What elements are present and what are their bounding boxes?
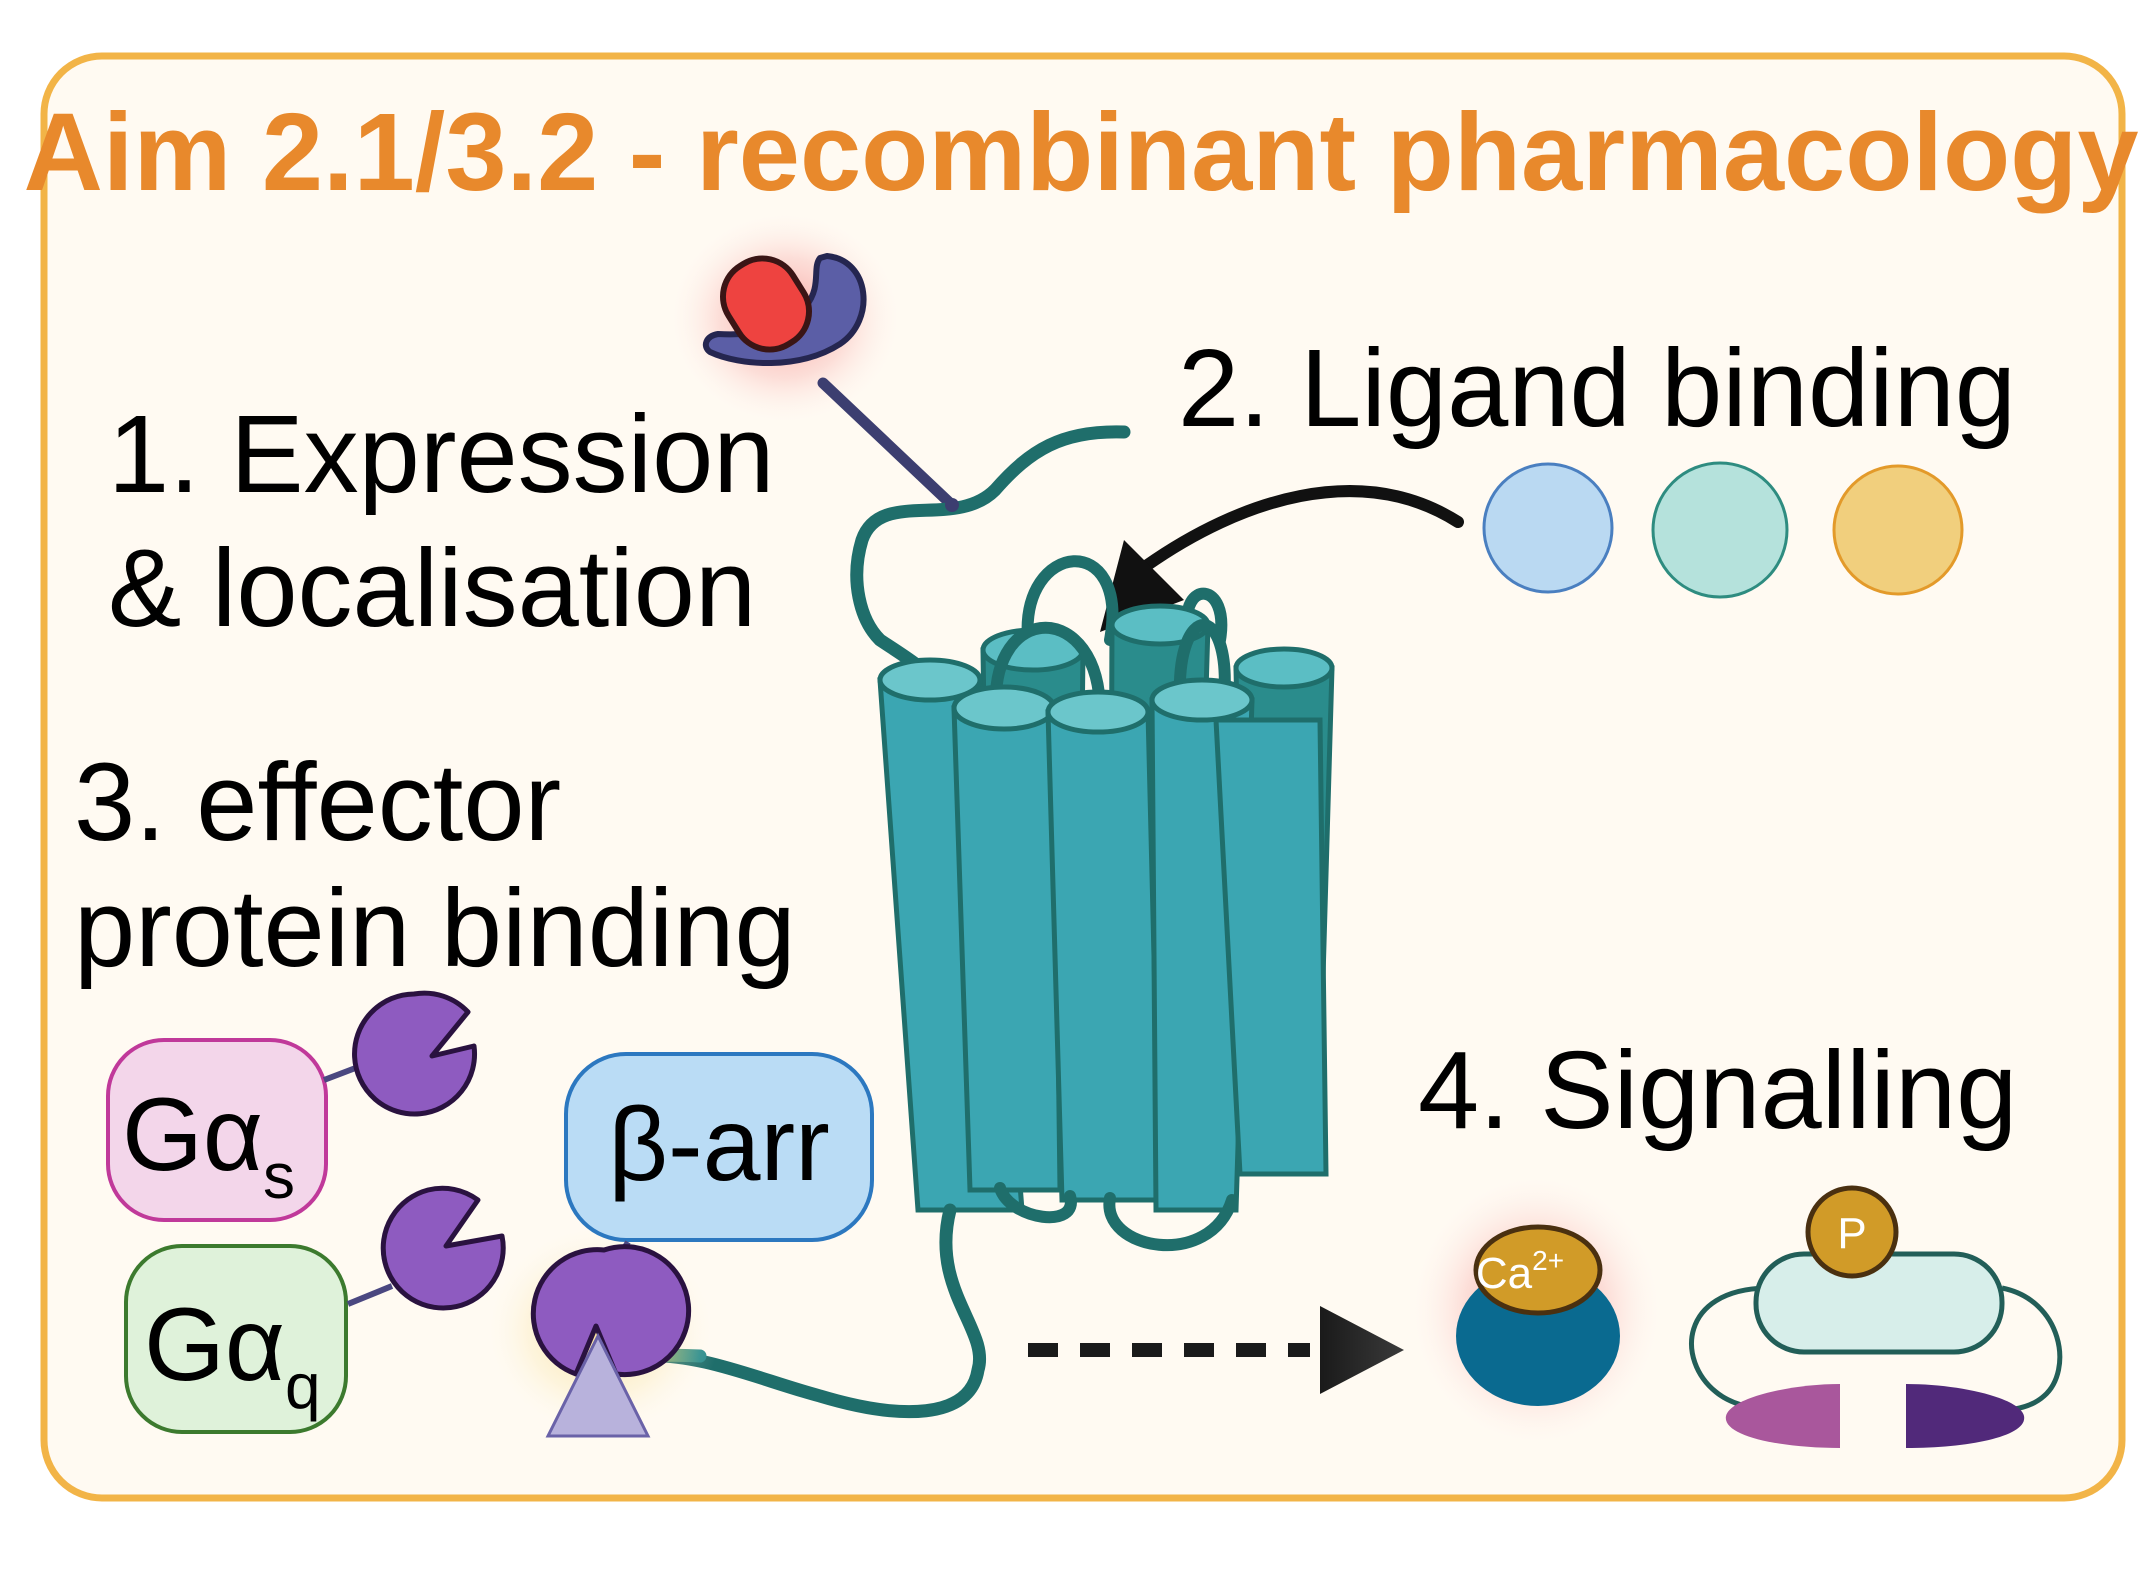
phosphorylation-biosensor-icon: P	[1689, 1185, 2063, 1448]
beta-arrestin-label: β-arr	[608, 1087, 830, 1203]
galpha-q-sub: q	[285, 1350, 321, 1422]
curved-arrow-icon	[1100, 485, 1464, 632]
panel-title: Aim 2.1/3.2 - recombinant pharmacology	[23, 91, 2138, 214]
galpha-s-box: Gαs	[106, 1038, 328, 1222]
svg-text:Gαq: Gαq	[144, 1287, 321, 1422]
calcium-charge: 2+	[1532, 1245, 1564, 1276]
galpha-q-box: Gαq	[124, 1244, 348, 1434]
ligand-circle-icon-blue	[1482, 462, 1614, 594]
receptor-c-terminus	[633, 1203, 986, 1419]
step-2-label: 2. Ligand binding	[1178, 327, 2016, 450]
phospho-label: P	[1837, 1209, 1866, 1258]
effector-pacman-icon-gaq	[380, 1185, 506, 1311]
gpcr-receptor-icon	[877, 603, 1335, 1252]
svg-text:Ca2+: Ca2+	[1476, 1245, 1564, 1298]
effector-pacman-icon-barr	[530, 1244, 692, 1378]
calcium-ion-icon: Ca2+	[1456, 1224, 1620, 1406]
svg-text:Gαs: Gαs	[122, 1077, 295, 1212]
gaq-linker	[346, 1283, 394, 1307]
phospho-triangle-icon	[545, 1332, 651, 1438]
antibody-attachment	[945, 498, 959, 512]
step-4-label: 4. Signalling	[1418, 1029, 2017, 1152]
receptor-n-terminus	[850, 425, 1131, 689]
step-3-line-2: protein binding	[74, 867, 796, 990]
step-1-line-2: & localisation	[108, 527, 756, 650]
effector-pacman-icon-gas	[352, 990, 478, 1117]
dashed-arrow-icon	[1028, 1306, 1404, 1394]
calcium-label: Ca	[1476, 1249, 1533, 1298]
galpha-s-sub: s	[263, 1140, 295, 1212]
step-1-line-1: 1. Expression	[108, 393, 774, 516]
beta-arrestin-box: β-arr	[564, 1052, 874, 1242]
ligand-circle-icon-yellow	[1832, 464, 1964, 596]
ligand-circle-icon-teal	[1651, 461, 1789, 599]
galpha-s-main: Gα	[122, 1077, 263, 1193]
step-3-line-1: 3. effector	[74, 741, 561, 864]
fluorescent-antibody-icon	[702, 253, 958, 511]
galpha-q-main: Gα	[144, 1287, 285, 1403]
